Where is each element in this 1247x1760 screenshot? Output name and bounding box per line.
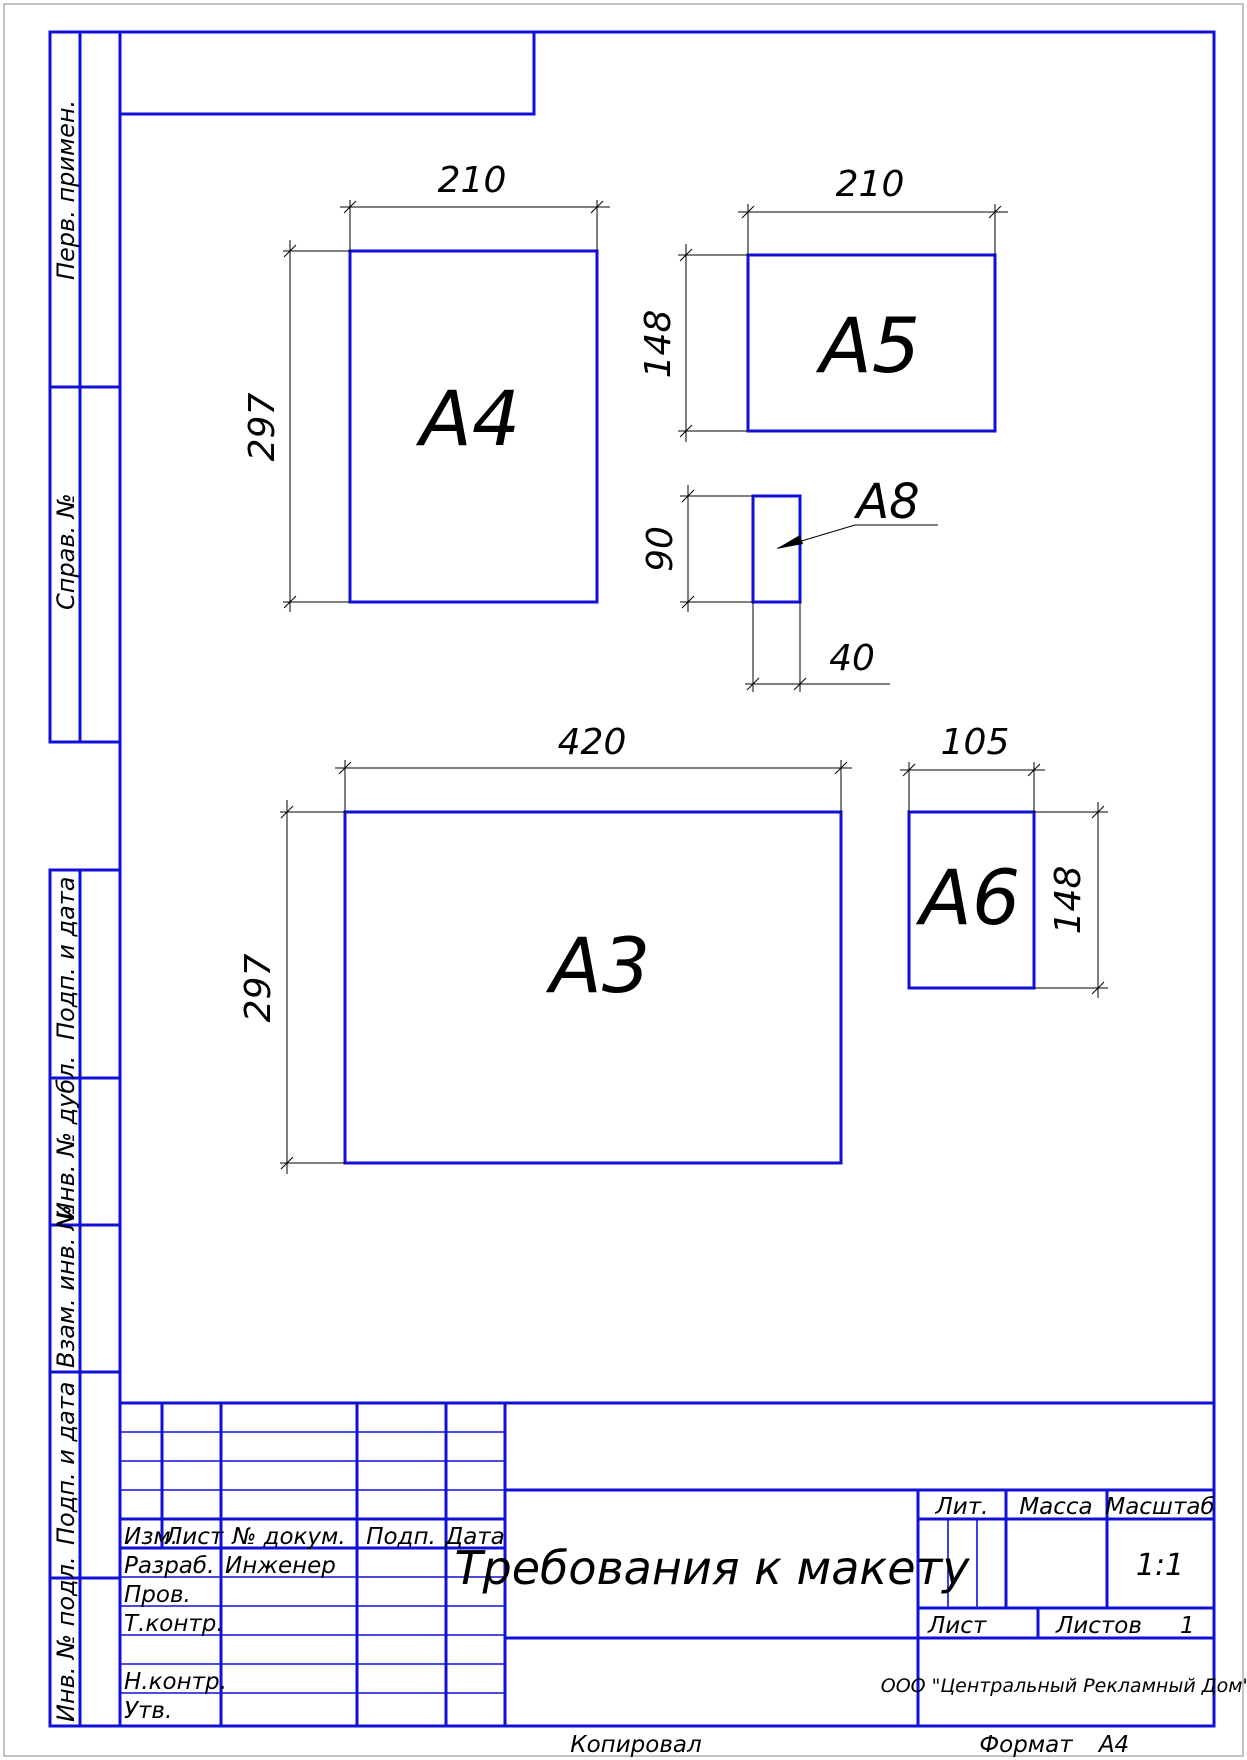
side-label-sprav-no: Справ. № <box>52 493 80 610</box>
side-label-perv-primen: Перв. примен. <box>52 100 80 280</box>
tb-row-utv: Утв. <box>124 1698 172 1724</box>
page-border <box>3 3 1244 1757</box>
tb-col-data: Дата <box>444 1524 505 1550</box>
tb-col-dokum: № докум. <box>230 1524 345 1550</box>
tb-format-value: A4 <box>1097 1732 1129 1758</box>
sheet-a8: A8 90 40 <box>640 474 938 692</box>
a5-height-dim: 148 <box>638 310 679 379</box>
tb-document-title: Требования к макету <box>454 1541 970 1595</box>
title-block <box>120 1401 1214 1726</box>
tb-row-tkontr: Т.контр. <box>124 1611 224 1637</box>
side-label-inv-no-podl: Инв. № подл. <box>52 1556 80 1722</box>
tb-scale-value: 1:1 <box>1136 1548 1184 1583</box>
a4-height-dim: 297 <box>242 393 283 462</box>
a5-width-dim: 210 <box>836 164 905 205</box>
sheet-a6: A6 105 148 <box>900 722 1108 998</box>
a8-leader-arrow <box>776 535 803 549</box>
a4-rect <box>348 249 599 604</box>
tb-razrab-name: Инженер <box>225 1553 336 1579</box>
a8-label: A8 <box>853 474 919 530</box>
sheet-a4: A4 210 297 <box>242 160 610 612</box>
tb-lit: Лит. <box>935 1494 989 1520</box>
tb-organization: ООО "Центральный Рекламный Дом" <box>881 1675 1247 1697</box>
tb-row-razrab: Разраб. <box>124 1553 214 1579</box>
a3-height-dim: 297 <box>238 954 279 1023</box>
side-stamp-upper <box>48 30 122 744</box>
tb-format-label: Формат <box>979 1732 1073 1758</box>
a8-width-dim: 40 <box>829 638 875 679</box>
a8-height-dim: 90 <box>640 526 681 572</box>
a6-width-dim: 105 <box>941 722 1010 763</box>
a4-width-dim: 210 <box>438 160 507 201</box>
a3-label: A3 <box>545 921 650 1010</box>
tb-col-podp: Подп. <box>366 1524 436 1550</box>
a5-rect <box>746 253 997 433</box>
side-label-podp-data-2: Подп. и дата <box>52 1382 80 1546</box>
tb-masshtab: Масштаб <box>1105 1494 1214 1520</box>
sheet-a3: A3 420 297 <box>238 722 852 1174</box>
side-label-vzam-inv-no: Взам. инв. № <box>52 1205 80 1368</box>
top-left-box <box>118 30 536 116</box>
tb-listov-value: 1 <box>1180 1613 1195 1639</box>
side-label-podp-data-1: Подп. и дата <box>52 877 80 1041</box>
a3-rect <box>343 810 843 1165</box>
tb-col-izm: Изм. <box>124 1524 178 1550</box>
tb-col-list: Лист <box>164 1524 224 1550</box>
side-label-inv-no-dubl: Инв. № дубл. <box>52 1056 80 1220</box>
tb-massa: Масса <box>1019 1494 1092 1520</box>
a6-label: A6 <box>915 853 1020 942</box>
a8-rect <box>751 494 802 604</box>
tb-kopiroval: Копировал <box>570 1732 702 1758</box>
a5-label: A5 <box>815 301 920 390</box>
sheet-a5: A5 210 148 <box>638 164 1008 442</box>
tb-row-prov: Пров. <box>124 1582 191 1608</box>
a6-rect <box>907 810 1036 990</box>
a3-width-dim: 420 <box>558 722 627 763</box>
tb-row-nkontr: Н.контр. <box>124 1669 227 1695</box>
tb-listov: Листов <box>1055 1613 1142 1639</box>
a6-height-dim: 148 <box>1048 866 1089 935</box>
tb-list: Лист <box>927 1613 987 1639</box>
side-stamp-lower <box>48 868 122 1728</box>
a4-label: A4 <box>415 374 520 463</box>
